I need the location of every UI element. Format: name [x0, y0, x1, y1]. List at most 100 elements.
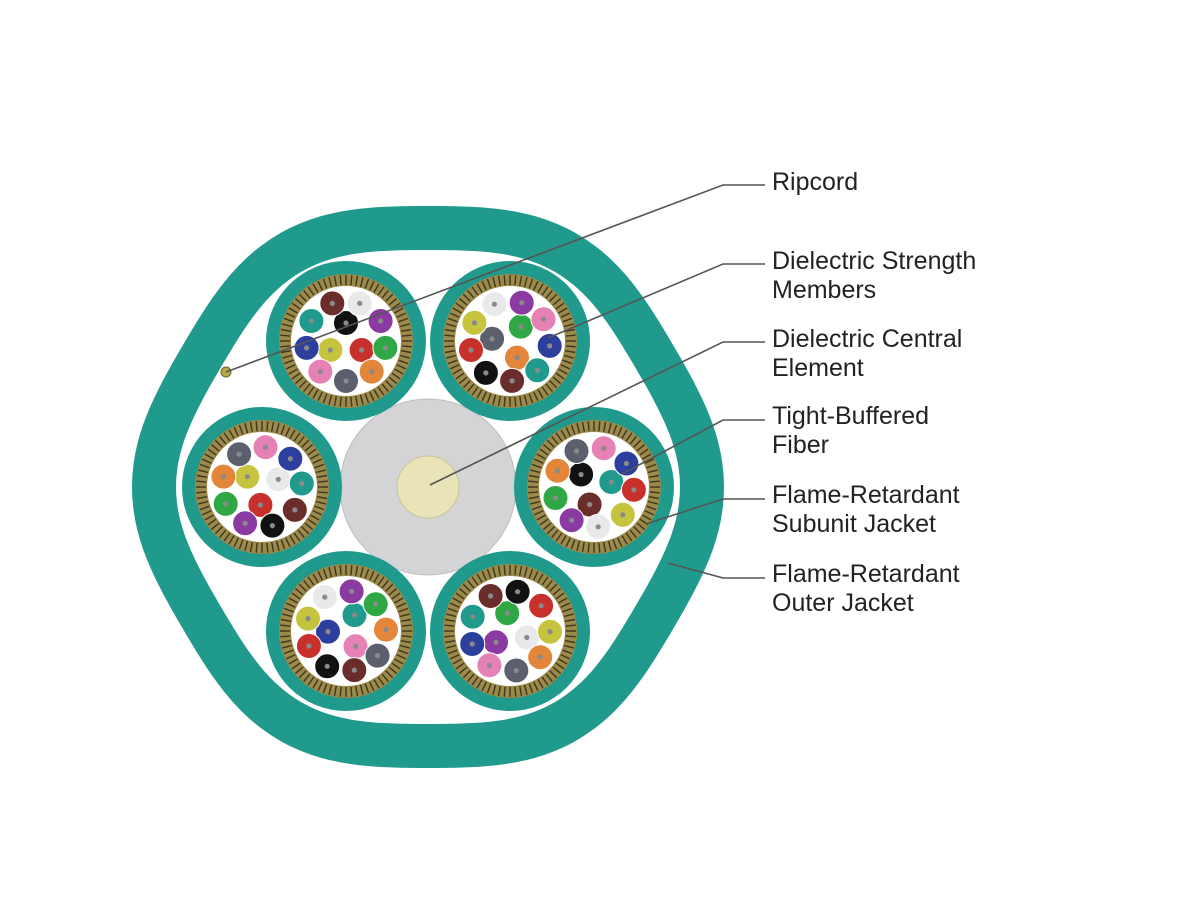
strength-yarn: [398, 607, 409, 613]
strength-yarn: [291, 302, 301, 310]
strength-yarn: [283, 649, 294, 655]
strength-yarn: [537, 389, 544, 399]
strength-yarn: [476, 389, 483, 399]
fiber-core: [537, 654, 543, 660]
strength-yarn: [471, 286, 479, 296]
fiber-core: [554, 468, 561, 474]
strength-yarn: [294, 666, 304, 674]
strength-yarn: [388, 588, 398, 596]
strength-yarn: [514, 275, 517, 286]
fiber-core: [524, 634, 530, 641]
strength-yarn: [317, 491, 328, 494]
strength-yarn: [452, 658, 462, 665]
strength-yarn: [350, 686, 353, 697]
strength-yarn: [196, 474, 208, 478]
strength-yarn: [280, 424, 286, 435]
strength-yarn: [283, 317, 294, 323]
strength-yarn: [471, 676, 479, 686]
strength-yarn: [303, 383, 311, 393]
strength-yarn: [449, 364, 460, 370]
strength-yarn: [452, 307, 462, 314]
strength-yarn: [291, 592, 301, 600]
strength-yarn: [449, 602, 460, 608]
strength-yarn: [648, 474, 660, 478]
strength-yarn: [646, 505, 657, 511]
strength-yarn: [633, 526, 642, 535]
strength-yarn: [398, 359, 409, 365]
strength-yarn: [552, 666, 562, 674]
strength-yarn: [312, 573, 319, 583]
strength-yarn: [396, 654, 407, 660]
strength-yarn: [233, 537, 239, 548]
strength-yarn: [339, 275, 342, 286]
fiber-core: [483, 370, 489, 376]
strength-yarn: [350, 396, 353, 407]
fiber-core: [631, 487, 637, 493]
fiber-core: [383, 627, 389, 633]
fiber-core: [504, 610, 510, 616]
strength-yarn: [291, 372, 301, 380]
strength-yarn: [447, 359, 458, 365]
strength-yarn: [481, 681, 487, 692]
strength-yarn: [207, 518, 217, 526]
strength-yarn: [444, 624, 455, 627]
strength-yarn: [328, 684, 333, 695]
strength-yarn: [219, 435, 227, 445]
strength-yarn: [639, 448, 649, 456]
strength-yarn: [581, 421, 585, 433]
strength-yarn: [530, 469, 541, 474]
fiber-core: [623, 460, 630, 467]
strength-yarn: [298, 380, 307, 389]
fiber-core: [488, 593, 494, 599]
strength-yarn: [565, 426, 571, 437]
subunit: [182, 407, 342, 567]
fiber-core: [322, 594, 328, 600]
strength-yarn: [249, 541, 253, 553]
strength-yarn: [301, 526, 310, 535]
strength-yarn: [381, 289, 389, 299]
label-flame-retardant-outer-jacket-line-2: Outer Jacket: [772, 589, 914, 617]
strength-yarn: [369, 681, 375, 692]
fiber-core: [287, 456, 293, 462]
label-dielectric-central-element-line-2: Element: [772, 354, 864, 382]
strength-yarn: [545, 673, 553, 683]
strength-yarn: [528, 568, 534, 579]
strength-yarn: [377, 676, 385, 686]
fiber-core: [469, 641, 475, 647]
strength-yarn: [603, 421, 607, 433]
fiber-core: [468, 347, 474, 353]
strength-yarn: [486, 568, 492, 579]
strength-yarn: [339, 686, 342, 697]
strength-yarn: [542, 522, 552, 530]
strength-yarn: [462, 583, 471, 592]
fiber-core: [269, 523, 275, 529]
strength-yarn: [462, 670, 471, 679]
strength-yarn: [492, 567, 497, 578]
strength-yarn: [282, 644, 293, 649]
strength-yarn: [304, 444, 314, 452]
strength-yarn: [388, 666, 398, 674]
strength-yarn: [503, 565, 506, 576]
strength-yarn: [563, 613, 574, 618]
strength-yarn: [298, 583, 307, 592]
strength-yarn: [648, 496, 660, 500]
label-flame-retardant-subunit-jacket-line-1: Flame-Retardant: [772, 481, 960, 509]
strength-yarn: [542, 444, 552, 452]
strength-yarn: [282, 354, 293, 359]
strength-yarn: [621, 429, 628, 439]
strength-yarn: [385, 380, 394, 389]
fiber-core: [373, 601, 379, 607]
strength-yarn: [285, 364, 296, 370]
fiber-core: [515, 589, 521, 595]
strength-yarn: [545, 579, 553, 589]
strength-yarn: [307, 286, 315, 296]
strength-yarn: [455, 662, 465, 670]
strength-yarn: [576, 423, 581, 434]
strength-yarn: [519, 685, 523, 697]
fiber-core: [382, 345, 388, 351]
strength-yarn: [539, 448, 549, 456]
strength-yarn: [458, 588, 468, 596]
strength-yarn: [581, 541, 585, 553]
strength-yarn: [523, 684, 528, 695]
strength-yarn: [282, 613, 293, 618]
